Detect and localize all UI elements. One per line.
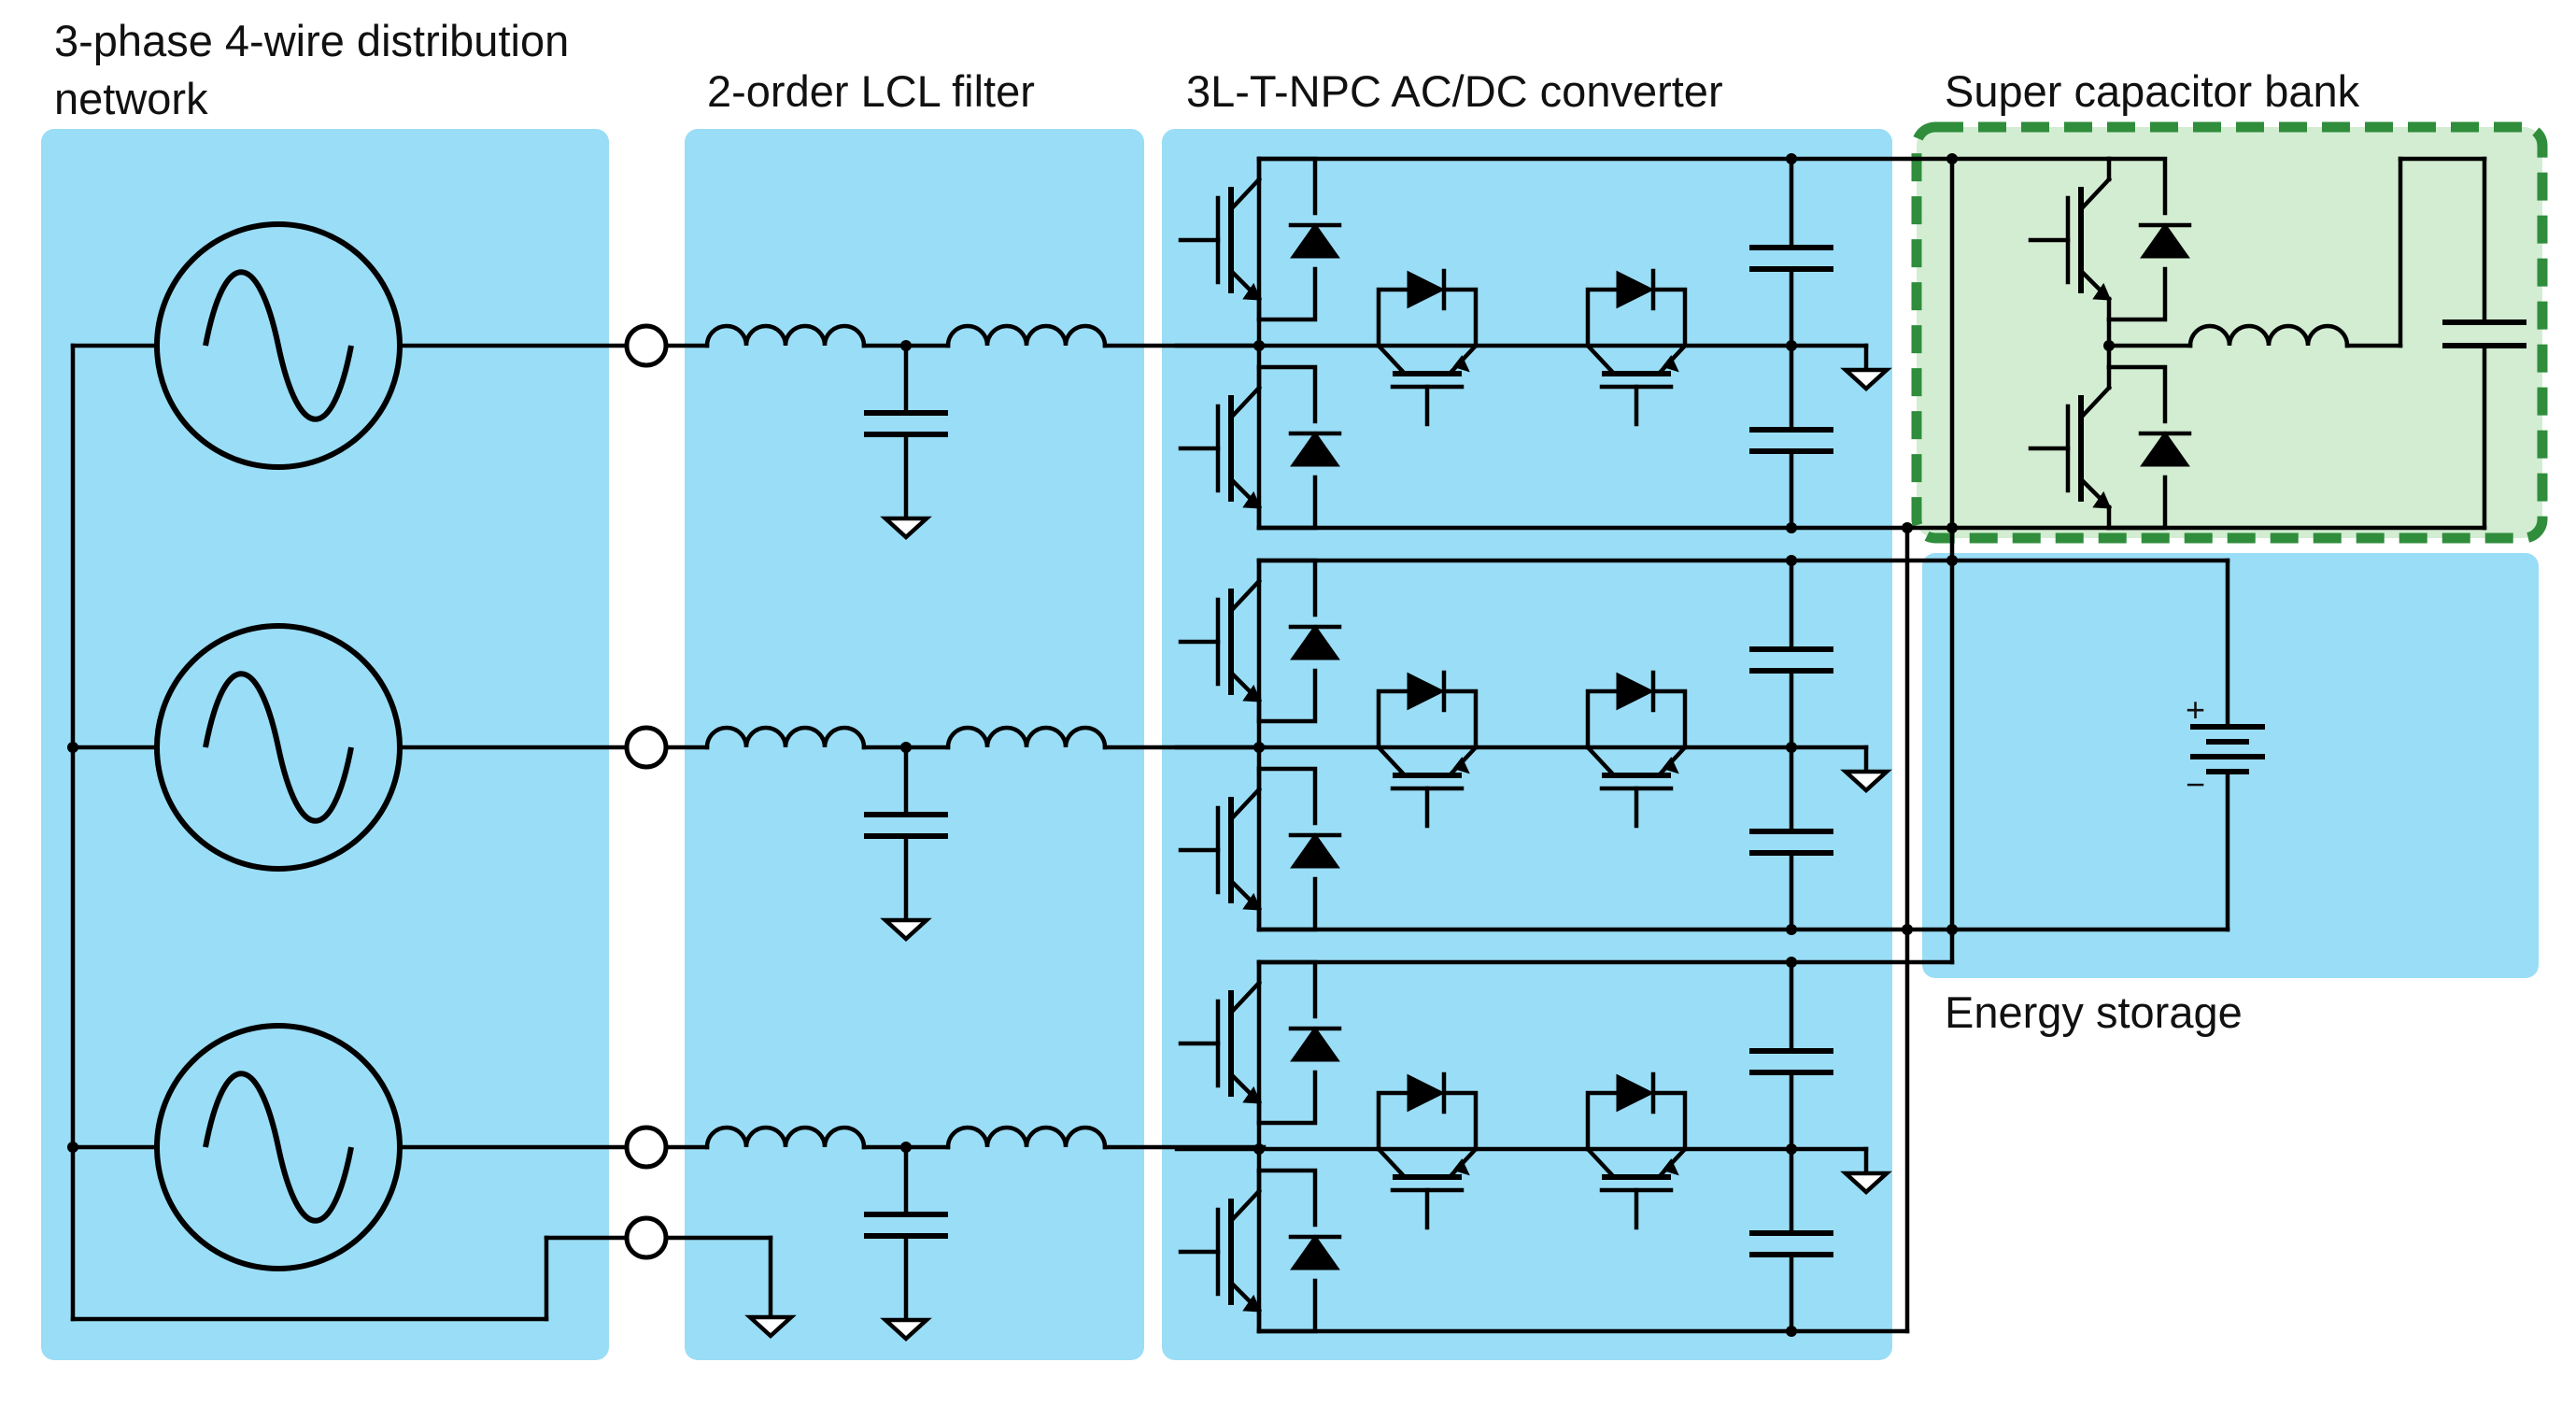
filter-panel bbox=[685, 129, 1144, 1360]
filter-title: 2-order LCL filter bbox=[707, 66, 1035, 116]
converter-title: 3L-T-NPC AC/DC converter bbox=[1186, 66, 1723, 116]
terminal-icon bbox=[624, 323, 669, 368]
supercap-dashed-border bbox=[1911, 121, 2548, 544]
battery-plus-sign: + bbox=[2186, 690, 2205, 729]
battery-storage: + − bbox=[1949, 558, 2265, 932]
energy-storage-title: Energy storage bbox=[1945, 987, 2243, 1037]
grid-title-line1: 3-phase 4-wire distribution bbox=[54, 16, 569, 65]
grid-panel bbox=[41, 129, 609, 1360]
supercap-panel bbox=[1917, 127, 2542, 538]
terminal-icon bbox=[624, 1215, 669, 1260]
grid-title-line2: network bbox=[54, 74, 208, 123]
converter-panel bbox=[1162, 129, 1892, 1360]
neutral-ground bbox=[663, 1235, 791, 1336]
supercap-converter bbox=[1949, 159, 2526, 528]
terminal-icon bbox=[624, 1125, 669, 1170]
terminal-icon bbox=[624, 725, 669, 770]
supercap-title: Super capacitor bank bbox=[1945, 66, 2360, 116]
energy-storage-panel bbox=[1922, 553, 2539, 978]
battery-minus-sign: − bbox=[2186, 765, 2205, 803]
dc-bus bbox=[1789, 153, 1958, 1334]
grid-network bbox=[67, 224, 629, 1322]
